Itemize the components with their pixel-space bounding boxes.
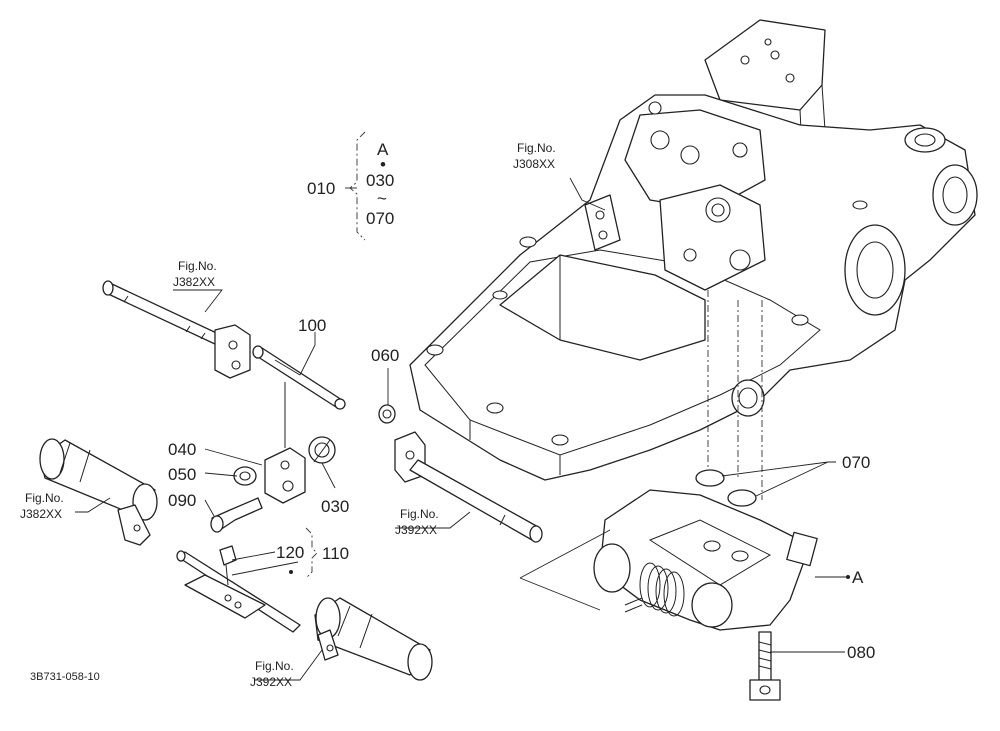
ref-j382b-line2: J382XX: [20, 507, 62, 521]
callout-100: 100: [298, 316, 326, 335]
valve-body-a: [593, 489, 818, 631]
callout-060: 060: [371, 346, 399, 365]
group-item-070: 070: [366, 209, 394, 228]
ref-j392a-line1: Fig.No.: [400, 507, 439, 521]
callout-040: 040: [168, 440, 196, 459]
callout-a-dot: [846, 575, 850, 579]
group-item-a: A: [377, 140, 389, 159]
clip-050: [233, 466, 257, 486]
pin-090: [210, 497, 263, 533]
callout-090: 090: [168, 491, 196, 510]
ref-j382a-line1: Fig.No.: [178, 259, 217, 273]
ref-j392a-line2: J392XX: [395, 523, 437, 537]
ref-j308-line2: J308XX: [513, 157, 555, 171]
plug-030: [308, 436, 336, 464]
ref-j392b-line2: J392XX: [250, 675, 292, 689]
group-tilde: ~: [377, 189, 387, 208]
bolt-080: [749, 631, 781, 701]
spring: [639, 562, 685, 617]
ref-j382a-line2: J382XX: [173, 275, 215, 289]
shaft-bracket: [214, 324, 251, 379]
group-dot: •: [380, 155, 386, 174]
lower-right-shaft-j392: [394, 431, 543, 543]
left-sleeve-j382: [39, 438, 158, 546]
lower-sleeve-j392: [314, 597, 433, 681]
callout-a: A: [852, 568, 864, 587]
ref-j392b-line1: Fig.No.: [255, 659, 294, 673]
group-bracket-010: [349, 131, 366, 241]
callout-030: 030: [321, 497, 349, 516]
collar-060: [378, 404, 396, 424]
callout-070: 070: [842, 453, 870, 472]
callout-080: 080: [847, 643, 875, 662]
lower-shaft-assembly: [176, 545, 301, 633]
link-040: [264, 382, 306, 504]
document-code: 3B731-058-10: [30, 671, 100, 683]
group-item-030: 030: [366, 171, 394, 190]
ref-j308-line1: Fig.No.: [517, 141, 556, 155]
assembly-guide-lines: [707, 290, 763, 500]
leader-lines: [75, 177, 850, 681]
ref-j382b-line1: Fig.No.: [25, 491, 64, 505]
callout-010: 010: [307, 179, 335, 198]
hydraulic-housing: [409, 19, 978, 481]
callout-050: 050: [168, 465, 196, 484]
o-rings-070: [695, 469, 757, 507]
rod-100: [252, 345, 346, 410]
callout-110: 110: [322, 544, 349, 563]
callout-120: 120: [276, 543, 304, 562]
group-bracket-110: [305, 527, 318, 579]
